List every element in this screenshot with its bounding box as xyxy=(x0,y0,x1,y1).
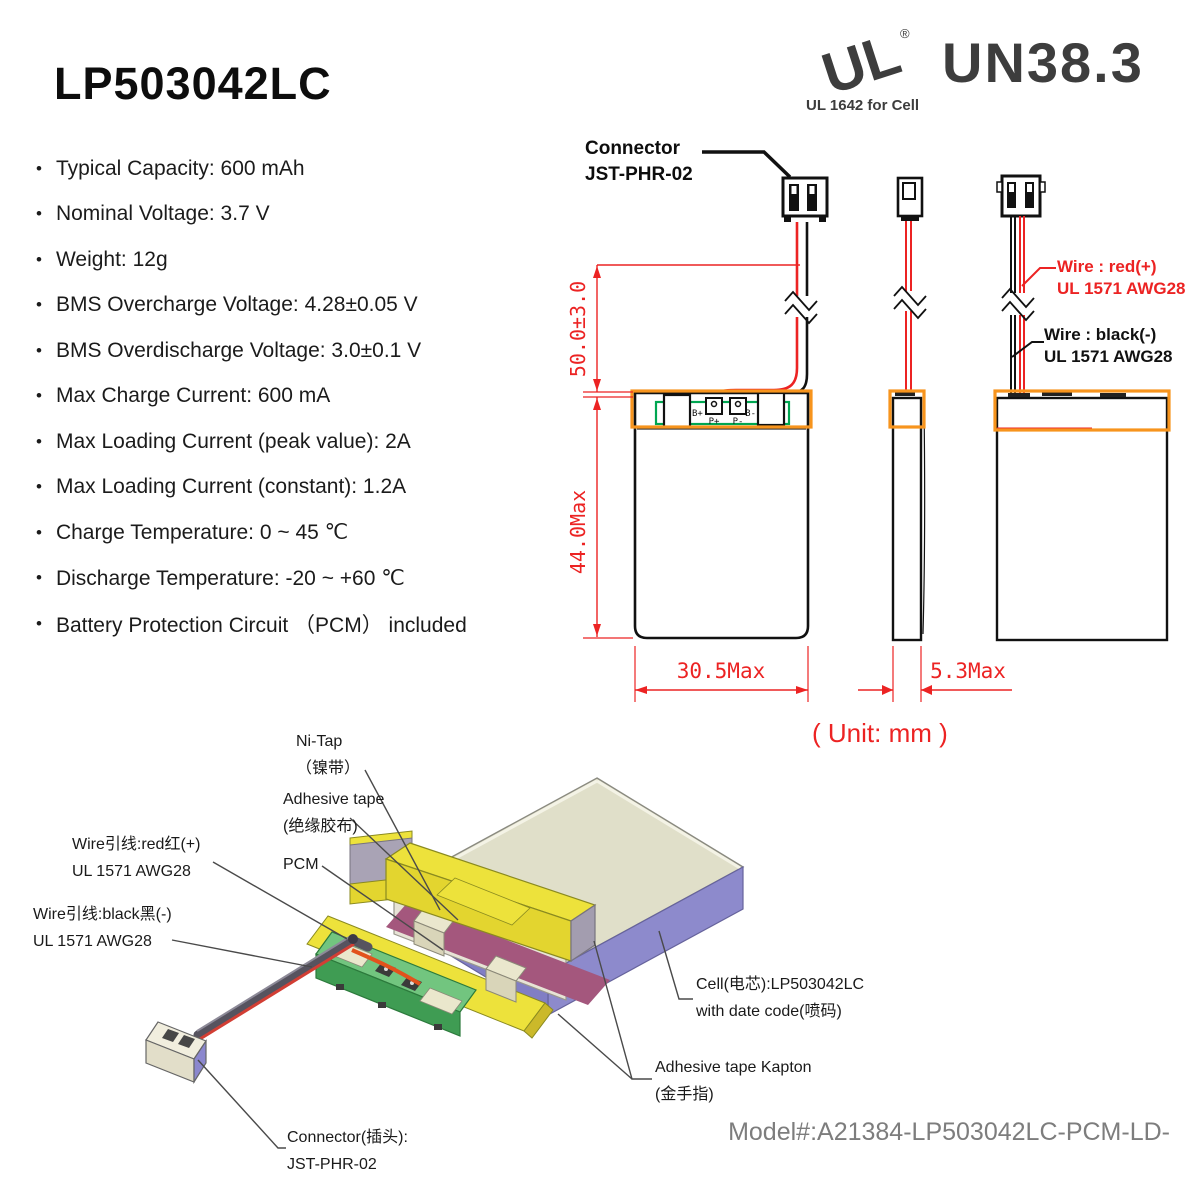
pcm-leader xyxy=(321,865,444,951)
kapton-leader xyxy=(557,1013,633,1080)
ni-tap-label: Ni-Tap （镍带） xyxy=(296,728,360,782)
wire-red-3d-line2: UL 1571 AWG28 xyxy=(72,863,191,881)
spec-item: Nominal Voltage: 3.7 V xyxy=(36,192,576,238)
red-wire-leader-line xyxy=(1021,267,1056,287)
ul-logo-text: UL xyxy=(815,22,909,96)
unit-note: ( Unit: mm ) xyxy=(812,718,948,748)
wire-red-3d-line1: Wire引线:red红(+) xyxy=(72,836,201,853)
cell-leader xyxy=(658,930,693,1000)
cell-label-line2: with date code(喷码) xyxy=(696,1003,842,1021)
ni-tap-line2: （镍带） xyxy=(296,760,361,778)
wire-break-mark xyxy=(893,285,927,307)
wire-break-mark xyxy=(1001,287,1035,309)
battery-body-front xyxy=(633,391,810,640)
ul-logo: UL ® xyxy=(810,21,914,107)
wire-break-mark xyxy=(1001,300,1035,322)
pcm-zone-highlight-side xyxy=(888,389,926,429)
spec-item: BMS Overcharge Voltage: 4.28±0.05 V xyxy=(36,283,576,329)
spec-item: Charge Temperature: 0 ~ 45 ℃ xyxy=(36,510,576,556)
wire-red-label-line2: UL 1571 AWG28 xyxy=(1057,279,1186,299)
wire-bundle-3d xyxy=(193,934,373,1041)
kapton-label-line2: (金手指) xyxy=(655,1086,714,1104)
pcb-wire-3d xyxy=(351,948,422,986)
dim-body-width: 30.5Max xyxy=(677,659,766,683)
adhesive-tape-leader xyxy=(349,817,459,921)
exploded-leader-lines xyxy=(171,769,693,1149)
connector-3d-line2: JST-PHR-02 xyxy=(287,1156,377,1174)
black-wire-leader-line xyxy=(1011,341,1044,358)
cell-label-line1: Cell(电芯):LP503042LC xyxy=(696,976,865,993)
ul-caption: UL 1642 for Cell xyxy=(806,97,920,114)
pcb-3d xyxy=(315,931,477,1037)
ni-tap-leader xyxy=(364,769,441,911)
connector-label-line1: Connector xyxy=(585,138,680,159)
connector-label: Connector JST-PHR-02 xyxy=(585,136,693,187)
connector-label-line2: JST-PHR-02 xyxy=(585,163,693,185)
connector-3d-line1: Connector(插头): xyxy=(287,1129,408,1146)
adhesive-tape-line1: Adhesive tape xyxy=(283,791,385,808)
p-minus-label: P- xyxy=(733,417,744,427)
wire-break-gap xyxy=(787,296,817,317)
spec-item: Battery Protection Circuit （PCM） include… xyxy=(36,601,576,647)
back-view xyxy=(993,174,1171,642)
side-view xyxy=(888,176,927,642)
kapton-label-line1: Adhesive tape Kapton xyxy=(655,1059,812,1076)
exploded-view-3d xyxy=(145,769,745,1149)
adhesive-tape-3d xyxy=(349,830,597,963)
pcm-label: PCM xyxy=(283,856,319,873)
spec-list: Typical Capacity: 600 mAh Nominal Voltag… xyxy=(36,146,576,647)
wire-break-mark xyxy=(784,290,818,312)
b-plus-label: B+ xyxy=(692,409,703,419)
spec-item: Max Charge Current: 600 mA xyxy=(36,374,576,420)
wire-black-label-line2: UL 1571 AWG28 xyxy=(1044,347,1173,367)
spec-item: BMS Overdischarge Voltage: 3.0±0.1 V xyxy=(36,328,576,374)
front-view: B+ P+ P- B- xyxy=(630,150,829,640)
connector-front-drawing xyxy=(781,176,829,222)
wire-red-label-line1: Wire : red(+) xyxy=(1057,257,1157,276)
wire-red-label: Wire : red(+) UL 1571 AWG28 xyxy=(1057,256,1186,301)
wire-black-label-line1: Wire : black(-) xyxy=(1044,325,1157,344)
adhesive-tape-label: Adhesive tape (绝缘胶布) xyxy=(283,786,384,840)
ni-tap-line1: Ni-Tap xyxy=(296,733,343,750)
connector-leader-line xyxy=(702,150,792,179)
p-plus-label: P+ xyxy=(709,417,720,427)
spec-item: Typical Capacity: 600 mAh xyxy=(36,146,576,192)
pcm-zone-highlight xyxy=(630,389,813,429)
wire-break-mark xyxy=(784,303,818,325)
un383-text: UN38.3 xyxy=(942,31,1144,94)
wire-black-label: Wire : black(-) UL 1571 AWG28 xyxy=(1044,324,1173,369)
connector-back-drawing xyxy=(996,174,1046,218)
wire-red-leader xyxy=(212,861,348,940)
spec-item: Max Loading Current (peak value): 2A xyxy=(36,419,576,465)
connector-3d-label: Connector(插头): JST-PHR-02 xyxy=(287,1124,408,1178)
red-wire-front xyxy=(712,222,799,399)
ni-tab-3d xyxy=(413,907,527,1003)
battery-body-back xyxy=(995,396,1169,642)
wire-black-3d-line1: Wire引线:black黑(-) xyxy=(33,906,172,923)
wire-black-leader xyxy=(171,939,313,968)
spec-item: Weight: 12g xyxy=(36,237,576,283)
adhesive-tape-line2: (绝缘胶布) xyxy=(283,818,358,836)
page-title: LP503042LC xyxy=(54,58,332,109)
connector-leader xyxy=(197,1059,286,1149)
wire-black-3d-line2: UL 1571 AWG28 xyxy=(33,933,152,951)
spec-item: Discharge Temperature: -20 ~ +60 ℃ xyxy=(36,556,576,602)
wire-break-mark xyxy=(893,298,927,320)
connector-3d xyxy=(145,1021,207,1085)
battery-body-side xyxy=(891,396,923,642)
pcm-zone-highlight-back xyxy=(993,389,1171,432)
dim-body-thickness: 5.3Max xyxy=(930,659,1006,683)
kapton-label: Adhesive tape Kapton (金手指) xyxy=(655,1054,812,1108)
spec-item: Max Loading Current (constant): 1.2A xyxy=(36,465,576,511)
registered-mark-icon: ® xyxy=(900,26,910,41)
b-minus-label: B- xyxy=(745,409,756,419)
dimensions: 50.0±3.0 44.0Max 30.5Max 5.3Max xyxy=(566,264,1012,702)
cell-label: Cell(电芯):LP503042LC with date code(喷码) xyxy=(696,971,864,1025)
wire-black-3d-label: Wire引线:black黑(-) UL 1571 AWG28 xyxy=(33,901,172,955)
pcb-components: B+ P+ P- B- xyxy=(662,391,786,429)
model-number: Model#:A21384-LP503042LC-PCM-LD- xyxy=(728,1118,1170,1146)
wire-red-3d-label: Wire引线:red红(+) UL 1571 AWG28 xyxy=(72,831,200,885)
